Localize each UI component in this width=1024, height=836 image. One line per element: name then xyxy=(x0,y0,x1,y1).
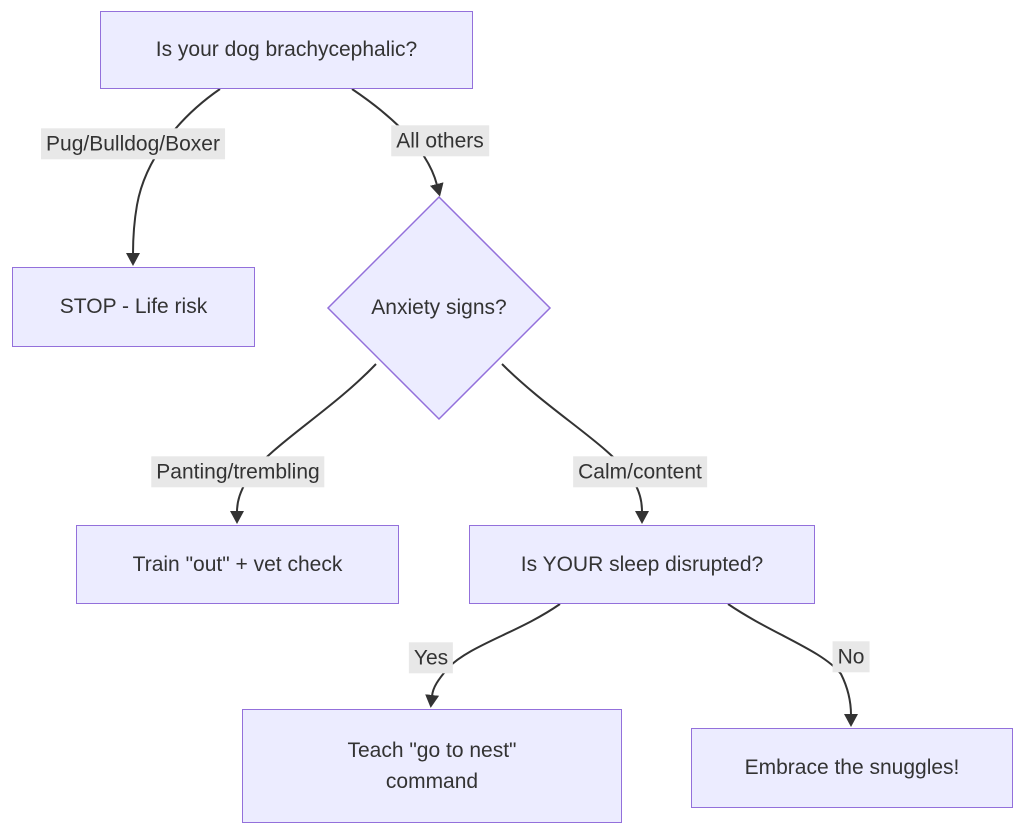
edge-label-no: No xyxy=(832,641,870,673)
node-embrace-snuggles: Embrace the snuggles! xyxy=(691,728,1013,808)
node-teach-go-to-nest: Teach "go to nest" command xyxy=(242,709,622,823)
edge-sleep-to-teach xyxy=(425,603,561,708)
edge-anxiety-to-sleep xyxy=(501,363,649,524)
edge-label-calm-content: Calm/content xyxy=(573,456,707,488)
edge-label-yes: Yes xyxy=(408,642,454,674)
node-sleep-disrupted-question: Is YOUR sleep disrupted? xyxy=(469,525,815,604)
edge-brachy-to-stop xyxy=(126,88,221,266)
node-train-out-vet-check: Train "out" + vet check xyxy=(76,525,399,604)
node-brachycephalic-question: Is your dog brachycephalic? xyxy=(100,11,473,89)
edge-anxiety-to-train xyxy=(230,363,377,524)
edge-label-pug-bulldog-boxer: Pug/Bulldog/Boxer xyxy=(41,128,225,160)
edge-label-panting-trembling: Panting/trembling xyxy=(151,456,325,488)
edge-label-all-others: All others xyxy=(391,125,489,157)
node-anxiety-decision: Anxiety signs? xyxy=(371,296,507,319)
node-stop-life-risk: STOP - Life risk xyxy=(12,267,255,347)
anxiety-diamond-shape xyxy=(326,195,552,421)
